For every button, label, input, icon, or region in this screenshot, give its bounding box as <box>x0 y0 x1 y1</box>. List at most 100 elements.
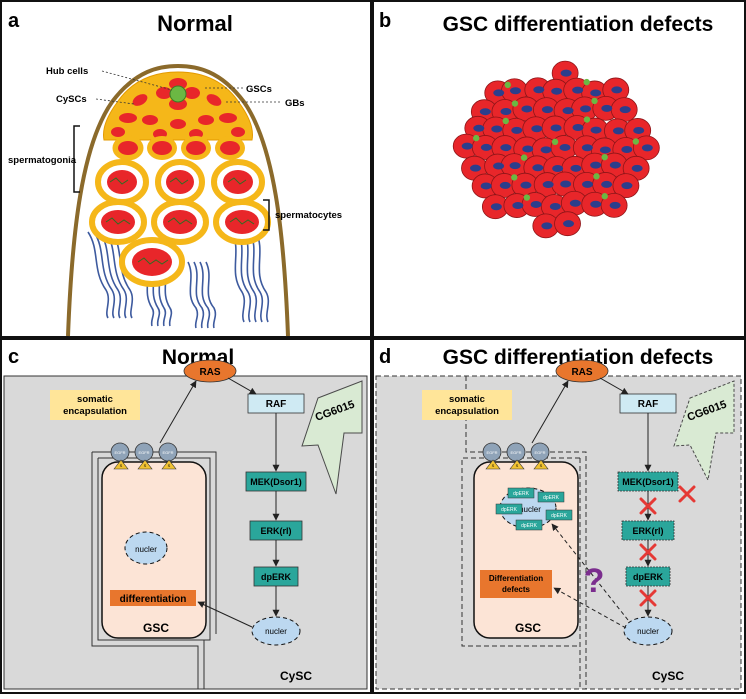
svg-text:S: S <box>144 463 147 468</box>
panel-b-letter: b <box>379 10 391 32</box>
erk-label: ERK(rl) <box>633 526 664 536</box>
tumor-cell-nucleus <box>599 146 611 154</box>
tumor-somatic-cell <box>520 154 528 161</box>
panel-d-title: GSC differentiation defects <box>443 346 714 369</box>
svg-text:S: S <box>168 463 171 468</box>
tumor-cell-nucleus <box>641 144 653 152</box>
svg-text:EGFR: EGFR <box>162 450 173 455</box>
panel-a: a Normal <box>0 0 372 338</box>
tumor-cell-nucleus <box>612 127 624 135</box>
gsc <box>156 87 172 99</box>
tumor-cell-nucleus <box>569 199 581 207</box>
tumor-somatic-cell <box>504 81 511 89</box>
ras-node <box>555 359 609 383</box>
svg-text:S: S <box>492 463 495 468</box>
tumor-cell-nucleus <box>611 86 623 94</box>
svg-text:dpERK: dpERK <box>521 523 538 529</box>
panel-a-letter: a <box>8 10 20 32</box>
tumor-cell-nucleus <box>631 164 643 172</box>
block-x-dperk-nucleus <box>639 589 657 607</box>
svg-text:S: S <box>540 463 543 468</box>
raf-label: RAF <box>638 399 659 410</box>
egfr-receptors: EGFR EGFR EGFR S S S <box>110 442 178 470</box>
tumor-cell-nucleus <box>562 107 574 115</box>
tumor-somatic-cell <box>601 193 608 200</box>
gsc-niche <box>156 78 200 110</box>
gsc-nucleus <box>124 531 168 565</box>
ras-node <box>183 359 237 383</box>
cg6015-arrow <box>673 380 735 482</box>
tumor-somatic-cell <box>591 97 598 105</box>
tumor-cell-nucleus <box>532 164 544 172</box>
spermatogonia-cysts <box>112 135 245 161</box>
block-marks <box>639 485 696 607</box>
panel-d-letter: d <box>379 346 391 368</box>
spermatogonia-bracket <box>73 125 80 193</box>
hub-cells <box>169 85 187 103</box>
sperm-bundle-3 <box>187 261 217 329</box>
gsc-label: GSC <box>143 621 169 635</box>
svg-text:EGFR: EGFR <box>138 450 149 455</box>
nuclear-dperk: dpERK dpERK dpERK dpERK dpERK <box>495 487 573 531</box>
differentiation-defects-box <box>480 570 552 598</box>
spitz-ligand <box>137 459 153 470</box>
svg-text:S: S <box>516 463 519 468</box>
panel-c: c Normal nucler differentiation GSC CySC… <box>0 338 372 694</box>
svg-text:dpERK: dpERK <box>513 491 530 497</box>
panel-b: b GSC differentiation defects <box>372 0 746 338</box>
tumor-cell-nucleus <box>580 105 592 113</box>
tumor-somatic-cell <box>473 134 480 142</box>
somatic-encapsulation-box <box>422 390 512 420</box>
tumor-cell-nucleus <box>470 164 482 172</box>
tumor-cell-nucleus <box>590 126 602 134</box>
tumor-cell-nucleus <box>581 180 593 188</box>
question-mark: ? <box>584 562 605 600</box>
arrow-egfr-ras <box>531 380 569 444</box>
tumor-somatic-cell <box>583 78 590 86</box>
dperk-label: dpERK <box>633 572 663 582</box>
cysc-boundary-dashed <box>465 376 587 689</box>
svg-text:EGFR: EGFR <box>114 450 125 455</box>
svg-text:EGFR: EGFR <box>486 450 497 455</box>
sperm-bundle-1 <box>87 231 134 319</box>
tumor-cell-nucleus <box>572 86 584 94</box>
spitz-ligand <box>533 459 549 470</box>
arrow-ras-raf <box>599 377 629 395</box>
tumor-cell-nucleus <box>633 126 645 134</box>
sperm-bundle-4 <box>231 231 270 323</box>
tumor-cell-nucleus <box>511 126 523 134</box>
tumor-cell-nucleus <box>500 144 512 152</box>
tumor-cell-nucleus <box>549 203 561 211</box>
egfr-receptors: EGFR EGFR EGFR S S S <box>482 442 550 470</box>
tumor-somatic-cell <box>632 138 640 145</box>
gsc-nucleus-label: nucler <box>519 505 541 514</box>
tumor-cell-nucleus <box>619 106 631 114</box>
tumor-cell-nucleus <box>509 162 521 170</box>
tumor-somatic-cell <box>583 116 591 123</box>
somatic-encapsulation-box <box>50 390 140 420</box>
defects-label-2: defects <box>502 585 531 594</box>
tumor-cell-nucleus <box>461 142 473 150</box>
tumor-cell-nucleus <box>590 200 602 208</box>
tumor-cell-nucleus <box>590 89 602 97</box>
tumor-cell-nucleus <box>563 220 575 228</box>
tumor-cell-nucleus <box>521 105 533 113</box>
label-spermatogonia: spermatogonia <box>8 155 77 166</box>
tumor-somatic-cell <box>593 173 600 180</box>
spermatocytes-bracket <box>263 199 270 231</box>
block-x-mek-erk <box>639 497 657 515</box>
cysc-label: CySC <box>652 669 684 683</box>
tumor-cell-nucleus <box>550 124 562 132</box>
panel-d: d GSC differentiation defects nucler dpE… <box>372 338 746 694</box>
tumor-cell-nucleus <box>572 124 584 132</box>
tumor-cell-nucleus <box>601 180 613 188</box>
dperk-label: dpERK <box>261 572 291 582</box>
block-x-erk-dperk <box>639 543 657 561</box>
tumor-cell-nucleus <box>480 143 492 151</box>
tumor-somatic-cell <box>601 153 608 161</box>
somatic-label-2: encapsulation <box>435 406 499 417</box>
tumor-cell-nucleus <box>609 161 621 169</box>
block-x-cg6015 <box>678 485 696 503</box>
somatic-label-2: encapsulation <box>63 406 127 417</box>
cysc-nucleus <box>623 616 673 646</box>
